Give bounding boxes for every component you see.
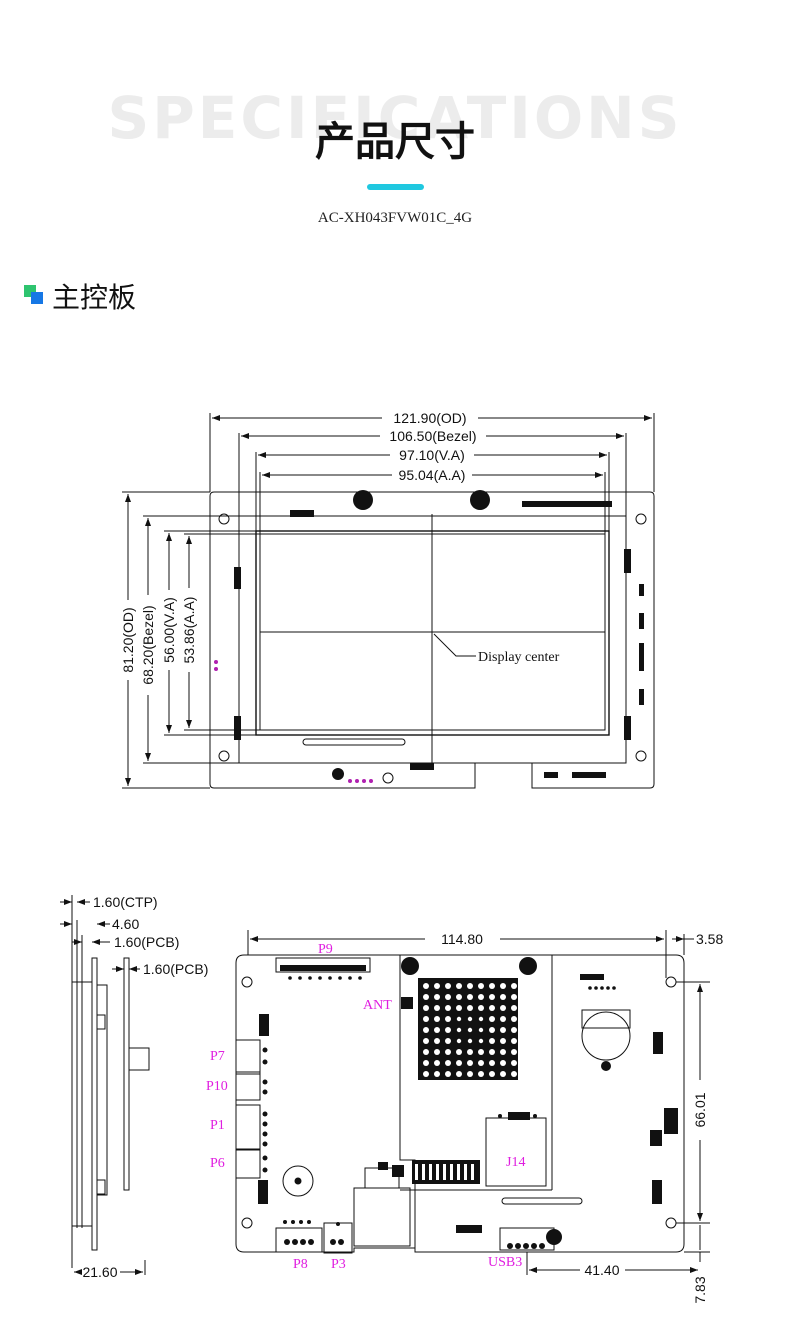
label-p9: P9 [318,942,333,957]
front-view-drawing: 121.90(OD) 106.50(Bezel) 97.10(V.A) 95.0… [120,410,655,789]
label-p6: P6 [210,1156,225,1171]
hero-background-word: SPECIFICATIONS [107,84,683,152]
label-usb3: USB3 [488,1255,522,1270]
display-center-label: Display center [478,650,560,665]
label-p3: P3 [331,1257,346,1272]
label-p1: P1 [210,1118,225,1133]
label-j14: J14 [506,1155,525,1170]
label-p10: P10 [206,1079,228,1094]
section-title: 主控板 [52,281,137,314]
side-back-view-drawing: 1.60(CTP) 4.60 1.60(PCB) 1.60(PCB) 21.60 [60,894,723,1304]
dim-width-bezel: 106.50(Bezel) [389,428,476,444]
dim-width-va: 97.10(V.A) [399,447,465,463]
dim-ctp: 1.60(CTP) [93,894,158,910]
model-number: AC-XH043FVW01C_4G [317,210,473,226]
label-p7: P7 [210,1049,225,1064]
dim-width-aa: 95.04(A.A) [399,467,466,483]
page-title: 产品尺寸 [315,119,475,165]
dim-hole-offset: 3.58 [696,931,723,947]
dim-pcb-1: 1.60(PCB) [114,934,179,950]
dim-bottom-offset: 7.83 [692,1276,708,1303]
dim-back-width: 114.80 [441,931,483,947]
square-stack-icon [24,285,46,307]
title-accent-bar [367,184,424,190]
dim-height-od: 81.20(OD) [120,607,136,672]
dim-height-va: 56.00(V.A) [161,597,177,663]
dim-depth: 21.60 [82,1264,117,1280]
dim-width-od: 121.90(OD) [393,410,466,426]
dim-height-bezel: 68.20(Bezel) [140,605,156,684]
dim-height-aa: 53.86(A.A) [181,597,197,664]
label-ant: ANT [363,998,392,1013]
dim-bottom-width: 41.40 [584,1262,619,1278]
section-header: 主控板 [24,274,136,318]
dim-pcb-2: 1.60(PCB) [143,961,208,977]
dim-back-height: 66.01 [692,1092,708,1127]
label-p8: P8 [293,1257,308,1272]
dim-total-thickness: 4.60 [112,916,139,932]
